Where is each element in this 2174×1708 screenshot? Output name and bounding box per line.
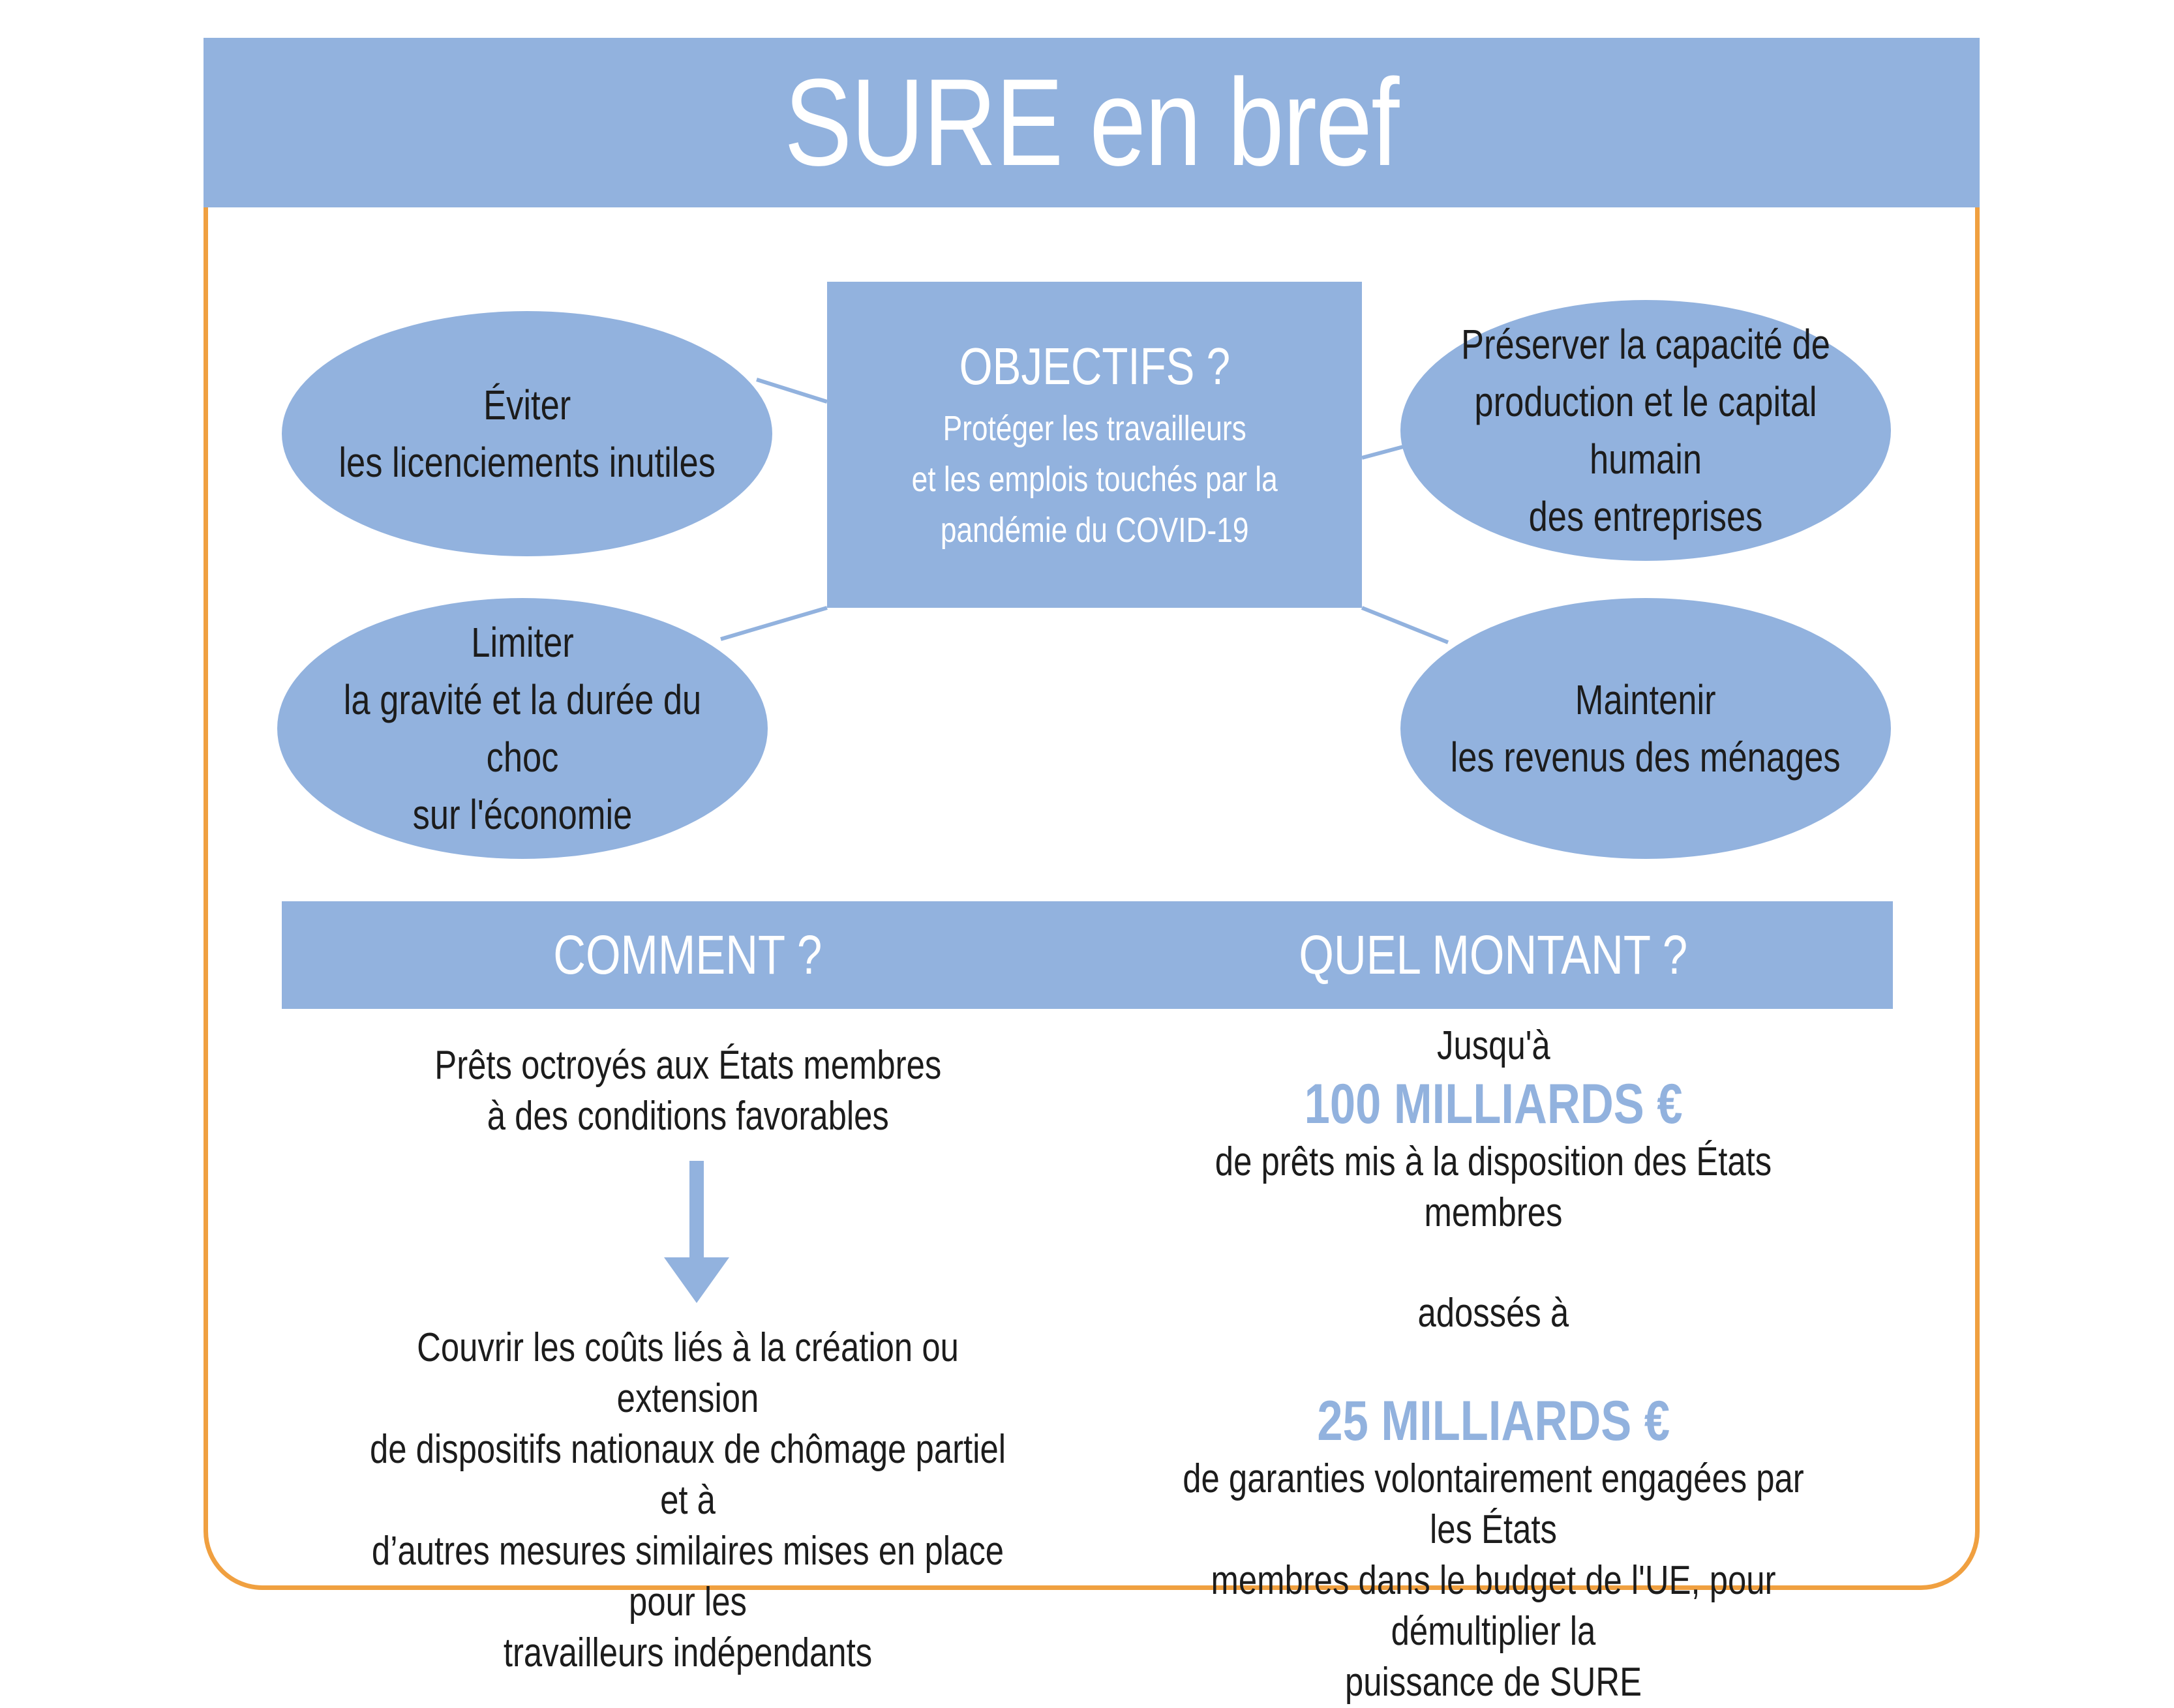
connector-maintain-income [1361,606,1449,644]
how-loans-text: Prêts octroyés aux États membres à des c… [434,1043,942,1139]
goal-maintain-income-text: Maintenir les revenus des ménages [1450,676,1841,781]
amount-header: QUEL MONTANT ? [1094,901,1893,1009]
how-loans-block: Prêts octroyés aux États membres à des c… [282,1040,1094,1142]
how-header: COMMENT ? [282,901,1094,1009]
loans-amount: 100 MILLIARDS € [1304,1073,1683,1135]
objectives-heading: OBJECTIFS ? [959,337,1230,395]
goal-preserve-capacity-text: Préserver la capacité de production et l… [1461,321,1830,540]
goal-limit-shock-text: Limiter la gravité et la durée du choc s… [343,619,702,838]
how-purpose-text: Couvrir les coûts liés à la création ou … [369,1325,1006,1675]
goal-avoid-layoffs: Éviter les licenciements inutiles [282,311,772,556]
guarantees-amount: 25 MILLIARDS € [1317,1390,1670,1452]
loans-text: de prêts mis à la disposition des États … [1215,1139,1772,1235]
amount-block: Jusqu'à 100 MILLIARDS € de prêts mis à l… [1094,1021,1893,1708]
goal-maintain-income: Maintenir les revenus des ménages [1400,598,1891,859]
goal-limit-shock: Limiter la gravité et la durée du choc s… [277,598,768,859]
backed-by-text: adossés à [1417,1291,1569,1336]
connector-avoid-layoffs [756,378,828,404]
how-heading: COMMENT ? [553,924,823,985]
title-banner: SURE en bref [204,38,1980,207]
goal-avoid-layoffs-text: Éviter les licenciements inutiles [339,382,716,486]
objectives-description: Protéger les travailleurs et les emplois… [911,409,1278,550]
guarantees-text: de garanties volontairement engagées par… [1183,1456,1804,1705]
connector-limit-shock [720,606,828,641]
objectives-box: OBJECTIFS ? Protéger les travailleurs et… [827,282,1362,608]
goal-preserve-capacity: Préserver la capacité de production et l… [1400,300,1891,561]
amount-heading: QUEL MONTANT ? [1299,924,1688,985]
up-to-text: Jusqu'à [1436,1023,1550,1068]
page-title: SURE en bref [784,53,1400,192]
down-arrow-icon [664,1161,729,1303]
how-purpose-block: Couvrir les coûts liés à la création ou … [282,1323,1094,1679]
